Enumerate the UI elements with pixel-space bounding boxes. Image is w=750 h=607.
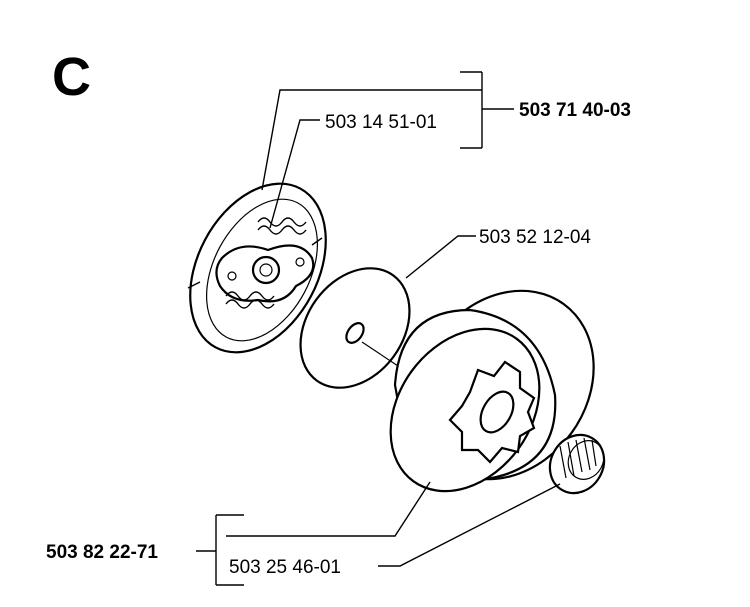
label-clutch-assembly: 503 71 40-03	[519, 100, 631, 121]
label-clutch-spring: 503 14 51-01	[325, 112, 437, 133]
label-needle-bearing: 503 25 46-01	[229, 557, 341, 578]
clutch-spring-icon	[225, 217, 307, 309]
washer	[299, 267, 411, 389]
label-drum-assembly: 503 82 22-71	[46, 542, 158, 563]
leader-clutch-spring	[269, 119, 320, 229]
clutch-shoes	[187, 182, 327, 354]
clutch-drum	[389, 289, 595, 493]
leader-needle-bearing	[378, 483, 561, 567]
section-letter: C	[52, 47, 91, 107]
label-washer: 503 52 12-04	[479, 227, 591, 248]
bracket-drum-assembly	[196, 514, 244, 586]
needle-bearing	[548, 433, 606, 495]
leader-washer	[405, 235, 476, 279]
bracket-clutch-assembly	[261, 71, 514, 191]
leader-drum	[226, 481, 431, 537]
